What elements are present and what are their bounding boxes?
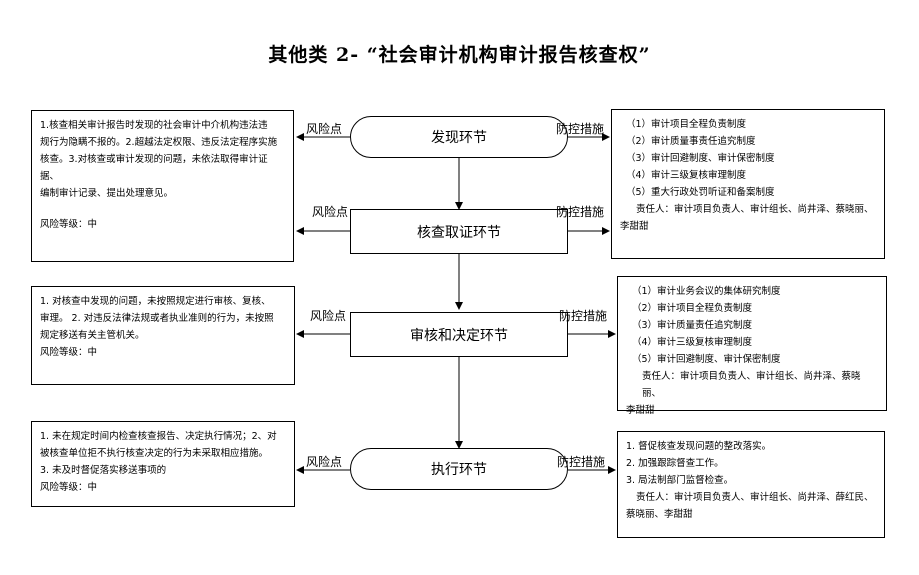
- risk-3-line-1: 1. 未在规定时间内检查核查报告、决定执行情况；2、对: [40, 431, 277, 442]
- risk-3-level: 风险等级：中: [40, 482, 98, 493]
- stage-verify: 核查取证环节: [350, 209, 568, 254]
- risk-1-level: 风险等级：中: [40, 219, 98, 230]
- risk-3-line-2: 被核查单位拒不执行核查决定的行为未采取相应措施。: [40, 448, 269, 459]
- risk-1-line-1: 1.核查相关审计报告时发现的社会审计中介机构违法违: [40, 120, 268, 131]
- risk-label-4: 风险点: [306, 455, 343, 469]
- control-box-2: （1）审计业务会议的集体研究制度 （2）审计项目全程负责制度 （3）审计质量责任…: [617, 276, 887, 416]
- risk-label-3: 风险点: [310, 309, 347, 323]
- risk-1-line-4: 编制审计记录、提出处理意见。: [40, 188, 174, 199]
- control-2-responsible: 责任人：审计项目负责人、审计组长、尚井泽、蔡晓丽、: [642, 371, 861, 399]
- control-box-3: 1. 督促核查发现问题的整改落实。 2. 加强跟踪督查工作。 3. 局法制部门监…: [617, 431, 885, 538]
- risk-1-line-2: 规行为隐瞒不报的。2.超越法定权限、违反法定程序实施: [40, 137, 278, 148]
- control-box-1: （1）审计项目全程负责制度 （2）审计质量事责任追究制度 （3）审计回避制度、审…: [611, 109, 885, 259]
- risk-label-2: 风险点: [312, 205, 349, 219]
- control-1-line-5: （5）重大行政处罚听证和备案制度: [626, 187, 775, 198]
- control-label-4: 防控措施: [557, 455, 606, 469]
- risk-box-2: 1. 对核查中发现的问题，未按照规定进行审核、复核、 审理。 2. 对违反法律法…: [31, 286, 295, 385]
- control-1-line-3: （3）审计回避制度、审计保密制度: [626, 153, 775, 164]
- control-3-line-1: 1. 督促核查发现问题的整改落实。: [626, 441, 772, 452]
- risk-box-1: 1.核查相关审计报告时发现的社会审计中介机构违法违 规行为隐瞒不报的。2.超越法…: [31, 110, 294, 262]
- stage-verify-label: 核查取证环节: [417, 224, 501, 241]
- control-1-responsible-cont: 李甜甜: [620, 221, 649, 232]
- risk-box-3: 1. 未在规定时间内检查核查报告、决定执行情况；2、对 被核查单位拒不执行核查决…: [31, 421, 295, 507]
- control-2-responsible-cont: 李甜甜: [626, 405, 655, 416]
- control-1-responsible: 责任人：审计项目负责人、审计组长、尚井泽、蔡晓丽、: [636, 204, 874, 215]
- risk-2-line-3: 规定移送有关主管机关。: [40, 330, 145, 341]
- risk-2-line-1: 1. 对核查中发现的问题，未按照规定进行审核、复核、: [40, 296, 271, 307]
- control-3-responsible-cont: 蔡晓丽、李甜甜: [626, 509, 693, 520]
- risk-2-level: 风险等级：中: [40, 347, 98, 358]
- stage-execute: 执行环节: [350, 448, 568, 490]
- stage-discover: 发现环节: [350, 116, 568, 158]
- control-label-3: 防控措施: [559, 309, 608, 323]
- control-2-line-4: （4）审计三级复核审理制度: [632, 337, 753, 348]
- stage-review-label: 审核和决定环节: [410, 327, 508, 344]
- control-2-line-5: （5）审计回避制度、审计保密制度: [632, 354, 781, 365]
- stage-execute-label: 执行环节: [431, 462, 487, 478]
- control-3-line-2: 2. 加强跟踪督查工作。: [626, 458, 724, 469]
- control-3-responsible: 责任人：审计项目负责人、审计组长、尚井泽、薛红民、: [636, 492, 874, 503]
- stage-review: 审核和决定环节: [350, 312, 568, 357]
- control-2-line-3: （3）审计质量责任追究制度: [632, 320, 753, 331]
- risk-1-line-3: 核查。3.对核查或审计发现的问题，未依法取得审计证据、: [40, 154, 268, 182]
- control-2-line-2: （2）审计项目全程负责制度: [632, 303, 753, 314]
- stage-discover-label: 发现环节: [431, 130, 487, 146]
- risk-label-1: 风险点: [306, 122, 343, 136]
- control-label-2: 防控措施: [556, 205, 605, 219]
- page-title: 其他类 2- “社会审计机构审计报告核查权”: [268, 44, 651, 66]
- control-3-line-3: 3. 局法制部门监督检查。: [626, 475, 734, 486]
- control-label-1: 防控措施: [556, 122, 605, 136]
- risk-3-line-3: 3. 未及时督促落实移送事项的: [40, 465, 167, 476]
- control-1-line-2: （2）审计质量事责任追究制度: [626, 136, 756, 147]
- control-2-line-1: （1）审计业务会议的集体研究制度: [632, 286, 781, 297]
- control-1-line-4: （4）审计三级复核审理制度: [626, 170, 747, 181]
- control-1-line-1: （1）审计项目全程负责制度: [626, 119, 747, 130]
- risk-2-line-2: 审理。 2. 对违反法律法规或者执业准则的行为，未按照: [40, 313, 274, 324]
